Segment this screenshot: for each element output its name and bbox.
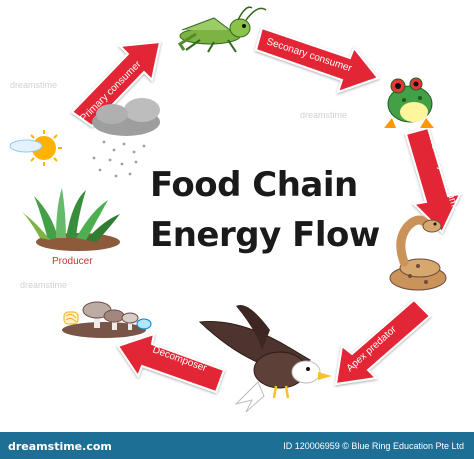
diagram-canvas: Primary consumer Seconary consumer Terti… (9, 6, 462, 413)
footer-bar: dreamstime.com ID 120006959 © Blue Ring … (0, 432, 474, 459)
grass-icon (22, 188, 120, 251)
decomposer-icon (62, 301, 152, 338)
snake-icon (389, 215, 447, 291)
watermark: dreamstime (20, 280, 68, 290)
dreamstime-logo: dreamstime.com (8, 440, 112, 453)
arrow-secondary-consumer (254, 26, 380, 94)
grasshopper-icon (177, 6, 267, 53)
rain-cloud-icon (92, 98, 160, 178)
watermark: dreamstime (300, 110, 348, 120)
frog-icon (384, 77, 434, 128)
image-credit: ID 120006959 © Blue Ring Education Pte L… (283, 441, 464, 451)
title-line-2: Energy Flow (150, 215, 380, 255)
arrow-apex-predator (334, 298, 432, 386)
sun-cloud-icon (9, 130, 62, 166)
food-chain-diagram: Primary consumer Seconary consumer Terti… (9, 6, 462, 413)
arrow-decomposer (116, 332, 226, 394)
producer-label: Producer (52, 256, 93, 267)
eagle-icon (198, 305, 332, 413)
watermark: dreamstime (10, 80, 58, 90)
title-line-1: Food Chain (150, 165, 358, 205)
arrow-tertiary-consumer (404, 126, 462, 234)
